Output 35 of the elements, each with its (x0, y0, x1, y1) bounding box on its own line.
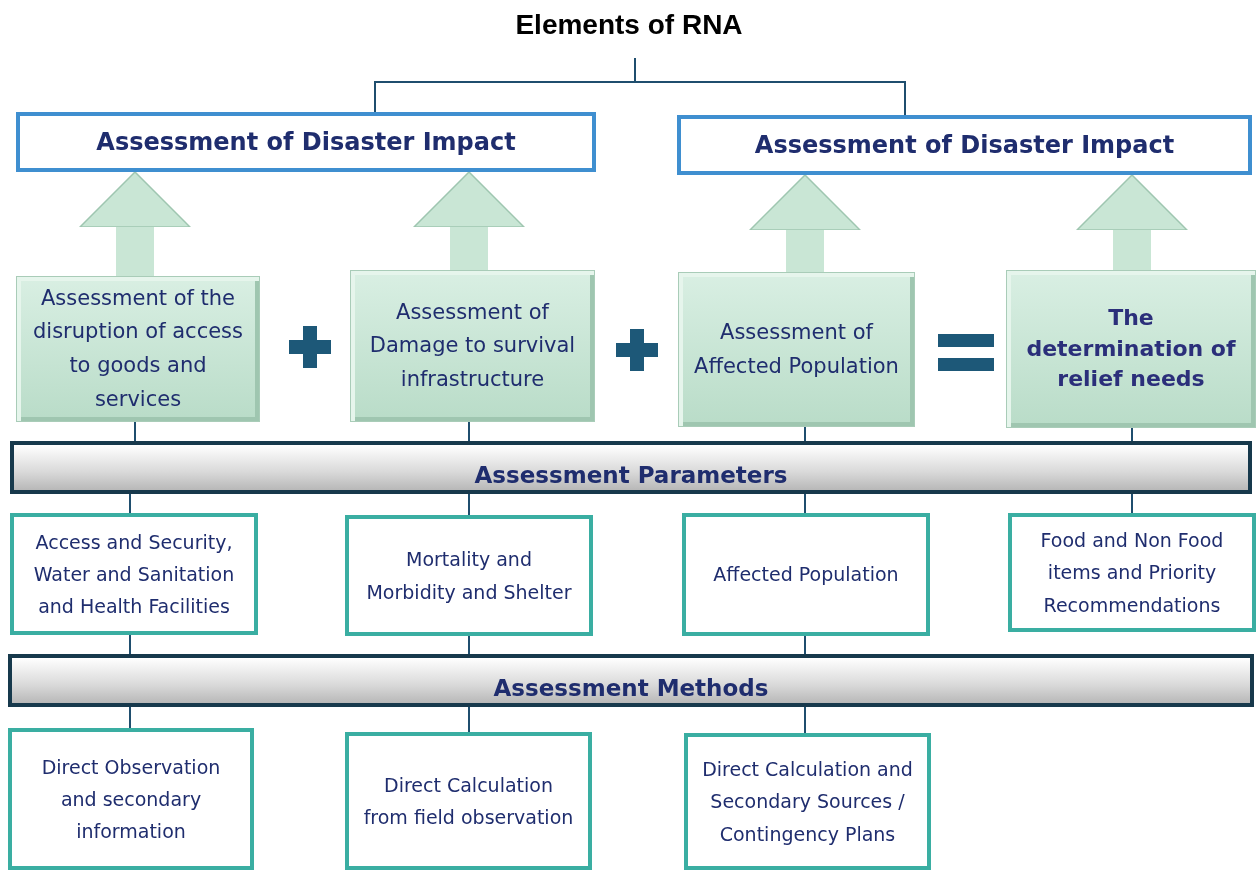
heading-box: Assessment of Disaster Impact (677, 115, 1252, 175)
connector-line (804, 706, 806, 734)
parameter-box: Affected Population (682, 513, 930, 636)
band-bar: Assessment Methods (8, 654, 1254, 707)
parameter-box: Food and Non Food items and Priority Recommendations (1008, 513, 1256, 632)
method-box: Direct Calculation and Secondary Sources / Contingency Plans (684, 733, 931, 870)
connector-line (804, 426, 806, 442)
block-arrow (1076, 174, 1188, 270)
connector-line (468, 493, 470, 516)
heading-box: Assessment of Disaster Impact (16, 112, 596, 172)
parameter-box: Access and Security, Water and Sanitation and Health Facilities (10, 513, 258, 635)
beveled-box: Assessment of Damage to survival infrastructure (350, 270, 595, 422)
method-box: Direct Calculation from field observation (345, 732, 592, 870)
connector-line (129, 634, 131, 655)
connector-line (134, 421, 136, 442)
connector-line (129, 493, 131, 514)
connector-line (804, 493, 806, 514)
connector-line (634, 57, 906, 116)
connector-line (468, 421, 470, 442)
beveled-box: The determination of relief needs (1006, 270, 1256, 428)
connector-line (468, 635, 470, 655)
connector-line (1131, 427, 1133, 442)
diagram-title: Elements of RNA (470, 4, 788, 46)
parameter-box: Mortality and Morbidity and Shelter (345, 515, 593, 636)
band-bar: Assessment Parameters (10, 441, 1252, 494)
connector-line (804, 635, 806, 655)
connector-line (1131, 493, 1133, 514)
method-box: Direct Observation and secondary information (8, 728, 254, 870)
block-arrow (749, 174, 861, 272)
block-arrow (79, 171, 191, 276)
beveled-box: Assessment of Affected Population (678, 272, 915, 427)
connector-line (129, 706, 131, 729)
block-arrow (413, 171, 525, 270)
connector-line (468, 706, 470, 733)
beveled-box: Assessment of the disruption of access to goods and services (16, 276, 260, 422)
